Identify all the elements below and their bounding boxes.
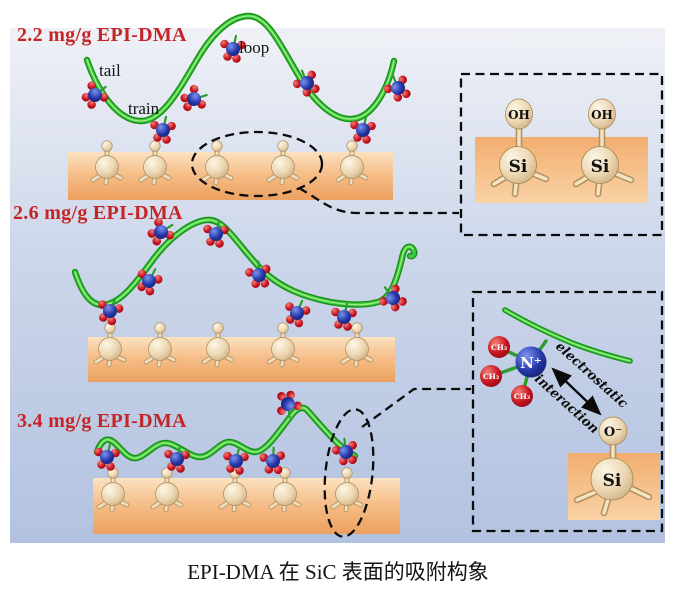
ch3-label: CH₃ bbox=[483, 372, 499, 381]
label-loop: loop bbox=[239, 38, 270, 57]
o-minus-label: O⁻ bbox=[604, 425, 622, 440]
inset-electrostatic-border bbox=[471, 290, 664, 533]
si-label: Si bbox=[591, 157, 610, 177]
electrostatic-arrow bbox=[551, 367, 602, 416]
o-minus-sphere bbox=[598, 416, 628, 446]
n-plus-sphere bbox=[515, 346, 547, 378]
ch3-label: CH₃ bbox=[514, 392, 530, 401]
section-title-2-2: 2.2 mg/g EPI-DMA bbox=[17, 24, 187, 46]
ch3-sphere bbox=[488, 336, 510, 358]
ch3-sphere bbox=[480, 365, 502, 387]
figure-caption: EPI-DMA 在 SiC 表面的吸附构象 bbox=[187, 560, 489, 584]
inset-silanol-border bbox=[459, 72, 664, 237]
label-tail: tail bbox=[99, 61, 121, 80]
dashed-ellipse-silanol bbox=[190, 130, 324, 198]
si-label: Si bbox=[603, 471, 622, 491]
oh-label: OH bbox=[591, 108, 613, 122]
callout-line-electrostatic bbox=[361, 387, 471, 428]
ch3-sphere bbox=[511, 385, 533, 407]
oh-label: OH bbox=[508, 108, 530, 122]
inset-silanol: OH Si OH Si bbox=[459, 72, 664, 237]
oh-sphere bbox=[505, 98, 533, 130]
si-sphere bbox=[590, 457, 634, 501]
label-train: train bbox=[128, 99, 160, 118]
oh-sphere bbox=[588, 98, 616, 130]
si-label: Si bbox=[509, 157, 528, 177]
dashed-ellipse-electrostatic bbox=[323, 408, 375, 538]
polymer-chain-segment bbox=[502, 307, 633, 364]
polymer-chain-1 bbox=[83, 12, 398, 125]
si-sphere bbox=[499, 146, 537, 184]
section-title-2-6: 2.6 mg/g EPI-DMA bbox=[13, 202, 183, 224]
silanol-unit: OH Si bbox=[572, 98, 635, 198]
silanol-unit: OH Si bbox=[490, 98, 550, 198]
si-sphere bbox=[581, 146, 619, 184]
quaternary-ammonium-group: CH₃ CH₃ CH₃ N⁺ bbox=[480, 336, 548, 407]
section-title-3-4: 3.4 mg/g EPI-DMA bbox=[17, 410, 187, 432]
callout-line-silanol bbox=[298, 186, 459, 215]
deprotonated-silanol: O⁻ Si bbox=[573, 416, 653, 517]
n-plus-label: N⁺ bbox=[520, 354, 542, 372]
ch3-label: CH₃ bbox=[491, 343, 507, 352]
